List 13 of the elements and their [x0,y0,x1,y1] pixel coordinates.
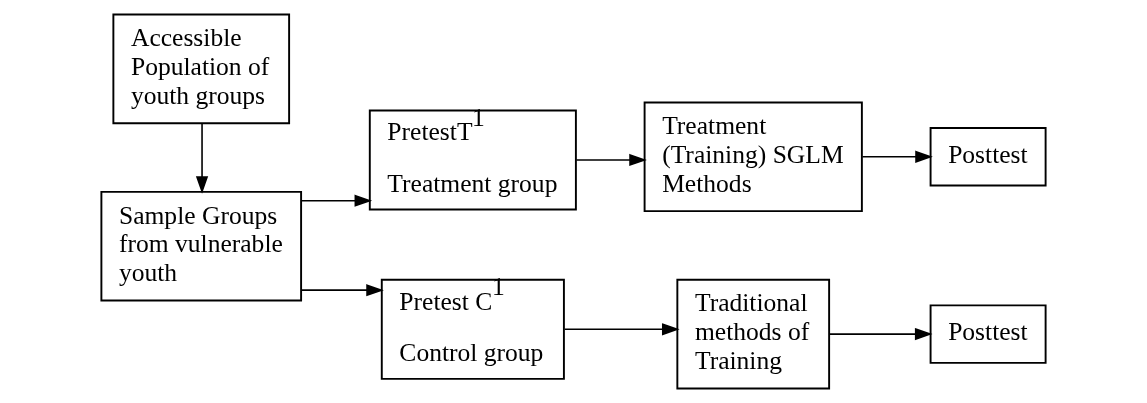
node-box: Posttest [929,304,1047,364]
node-box: Accessible Population of youth groups [112,13,291,125]
arrow [563,323,680,336]
arrow [575,153,647,167]
node-box: Traditional methods of Training [676,278,831,390]
node-box: Posttest [929,127,1047,187]
arrow [861,150,933,163]
arrow [195,122,209,194]
arrow [300,194,373,207]
node-box: Sample Groups from vulnerable youth [100,190,303,302]
arrow [300,284,384,297]
node-box: Treatment (Training) SGLM Methods [643,101,863,213]
arrow [828,327,933,341]
